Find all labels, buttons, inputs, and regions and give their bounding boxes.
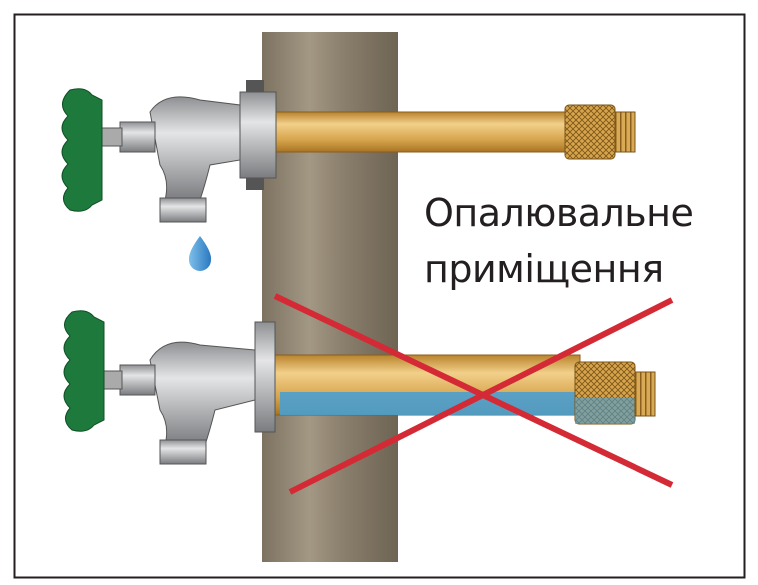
knurled-fitting — [564, 104, 616, 160]
water-drop-icon — [188, 236, 212, 271]
caption-line-2: приміщення — [424, 247, 664, 291]
thread-end — [614, 111, 636, 153]
green-handle-icon — [61, 88, 103, 212]
ice-water — [280, 392, 580, 415]
faucet-heated — [61, 80, 636, 271]
cross-mark-icon — [273, 293, 674, 495]
pipe-icon — [269, 111, 571, 153]
faucet-frozen — [63, 310, 656, 465]
caption-line-1: Опалювальне — [424, 191, 694, 235]
green-handle-icon — [63, 310, 105, 432]
